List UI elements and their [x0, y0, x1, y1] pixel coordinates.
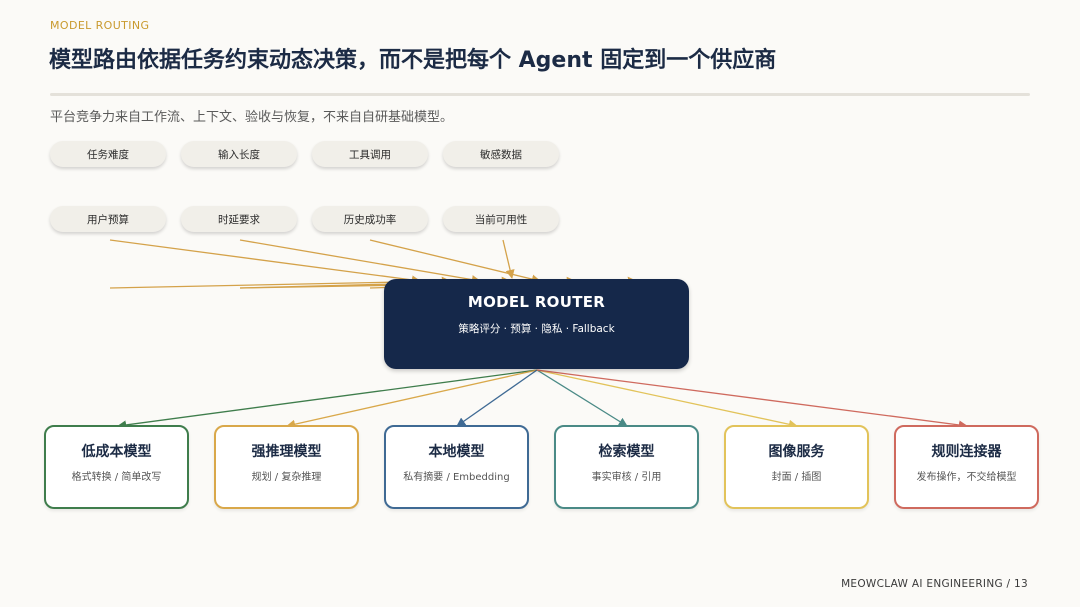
target-card-subtitle: 封面 / 插图	[771, 472, 822, 483]
input-pill-tool-calls: 工具调用	[312, 141, 428, 167]
target-card-title: 规则连接器	[931, 444, 1002, 460]
edge-router-reasoning	[286, 369, 538, 429]
target-card-subtitle: 格式转换 / 简单改写	[71, 472, 162, 483]
page-title: 模型路由依据任务约束动态决策，而不是把每个 Agent 固定到一个供应商	[49, 48, 777, 73]
eyebrow-label: MODEL ROUTING	[50, 19, 150, 32]
target-card-subtitle: 发布操作，不交给模型	[916, 472, 1017, 483]
model-router-node: MODEL ROUTER 策略评分 · 预算 · 隐私 · Fallback	[384, 279, 689, 369]
target-card-reasoning-model: 强推理模型 规划 / 复杂推理	[214, 425, 359, 509]
edge-input-latency	[239, 239, 481, 285]
edge-router-image	[536, 369, 798, 429]
edge-input-user-budget	[109, 239, 421, 285]
footer-page-label: MEOWCLAW AI ENGINEERING / 13	[841, 578, 1028, 590]
target-card-title: 本地模型	[428, 444, 485, 460]
target-card-retrieval-model: 检索模型 事实审核 / 引用	[554, 425, 699, 509]
edge-input-availability	[502, 239, 515, 279]
input-pill-user-budget: 用户预算	[50, 206, 166, 232]
target-card-image-service: 图像服务 封面 / 插图	[724, 425, 869, 509]
target-card-local-model: 本地模型 私有摘要 / Embedding	[384, 425, 529, 509]
input-pill-task-difficulty: 任务难度	[50, 141, 166, 167]
target-card-title: 低成本模型	[81, 444, 152, 460]
target-card-subtitle: 事实审核 / 引用	[591, 472, 662, 483]
edge-router-rules	[536, 369, 968, 430]
router-subtitle: 策略评分 · 预算 · 隐私 · Fallback	[458, 323, 615, 335]
target-card-title: 检索模型	[598, 444, 655, 460]
page-subtitle: 平台竞争力来自工作流、上下文、验收与恢复，不来自自研基础模型。	[50, 110, 454, 125]
title-divider	[50, 93, 1030, 96]
input-pill-input-length: 输入长度	[181, 141, 297, 167]
target-card-rule-connector: 规则连接器 发布操作，不交给模型	[894, 425, 1039, 509]
input-pill-availability: 当前可用性	[443, 206, 559, 232]
edge-input-success-rate	[369, 239, 541, 284]
edge-router-local	[456, 369, 538, 427]
router-title: MODEL ROUTER	[467, 293, 606, 311]
edge-router-low-cost	[117, 369, 538, 430]
input-pill-sensitive-data: 敏感数据	[443, 141, 559, 167]
target-card-title: 图像服务	[768, 444, 825, 460]
target-card-low-cost-model: 低成本模型 格式转换 / 简单改写	[44, 425, 189, 509]
edge-router-retrieval	[536, 369, 628, 427]
target-card-title: 强推理模型	[251, 444, 322, 460]
input-pill-latency: 时延要求	[181, 206, 297, 232]
target-card-subtitle: 规划 / 复杂推理	[251, 472, 322, 483]
target-card-subtitle: 私有摘要 / Embedding	[403, 472, 510, 483]
input-pill-success-rate: 历史成功率	[312, 206, 428, 232]
